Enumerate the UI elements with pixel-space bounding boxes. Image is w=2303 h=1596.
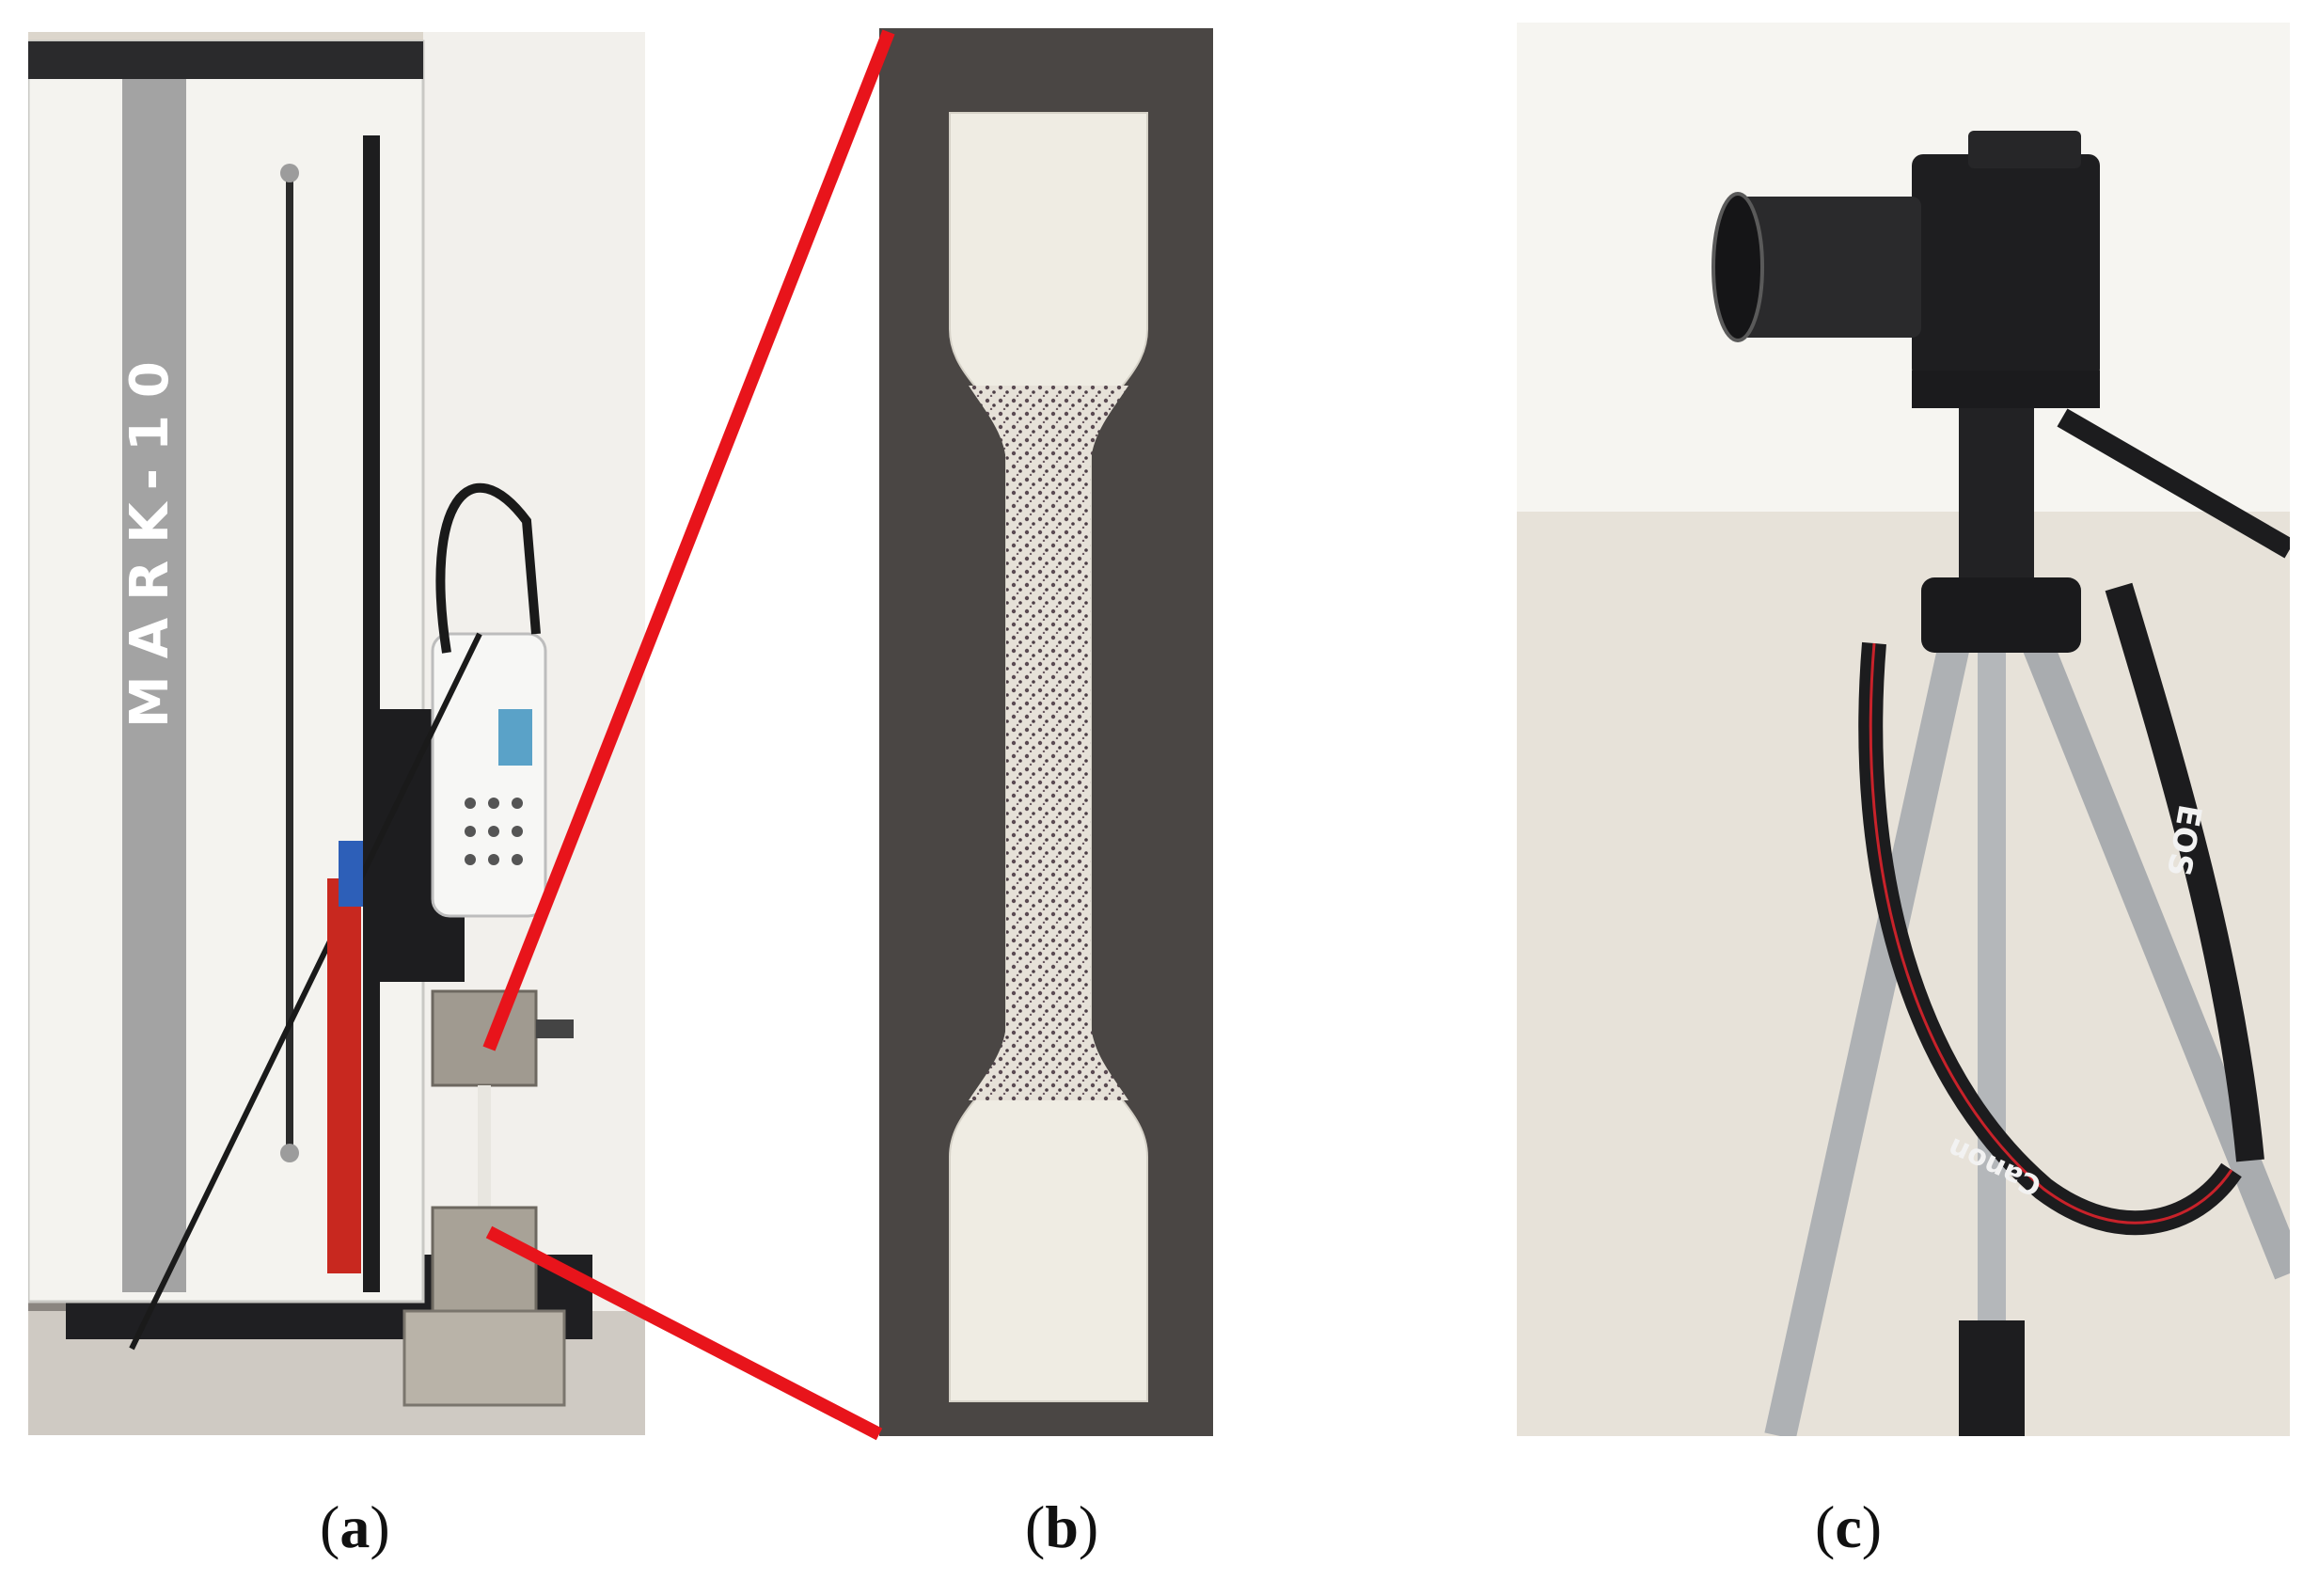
panel-a-test-stand-photo: MARK-10 xyxy=(28,32,645,1435)
camera-tripod-illustration: EOS Canon xyxy=(1517,23,2290,1436)
dogbone-specimen-illustration xyxy=(879,28,1213,1436)
caption-b: (b) xyxy=(1025,1493,1099,1560)
caption-a: (a) xyxy=(320,1493,390,1560)
panel-c-camera-tripod-photo: EOS Canon xyxy=(1517,23,2290,1436)
panel-b-specimen-photo xyxy=(879,28,1213,1436)
caption-c: (c) xyxy=(1815,1493,1883,1560)
test-stand-illustration: MARK-10 xyxy=(28,32,645,1435)
mark-10-logo-text: MARK-10 xyxy=(119,344,181,728)
